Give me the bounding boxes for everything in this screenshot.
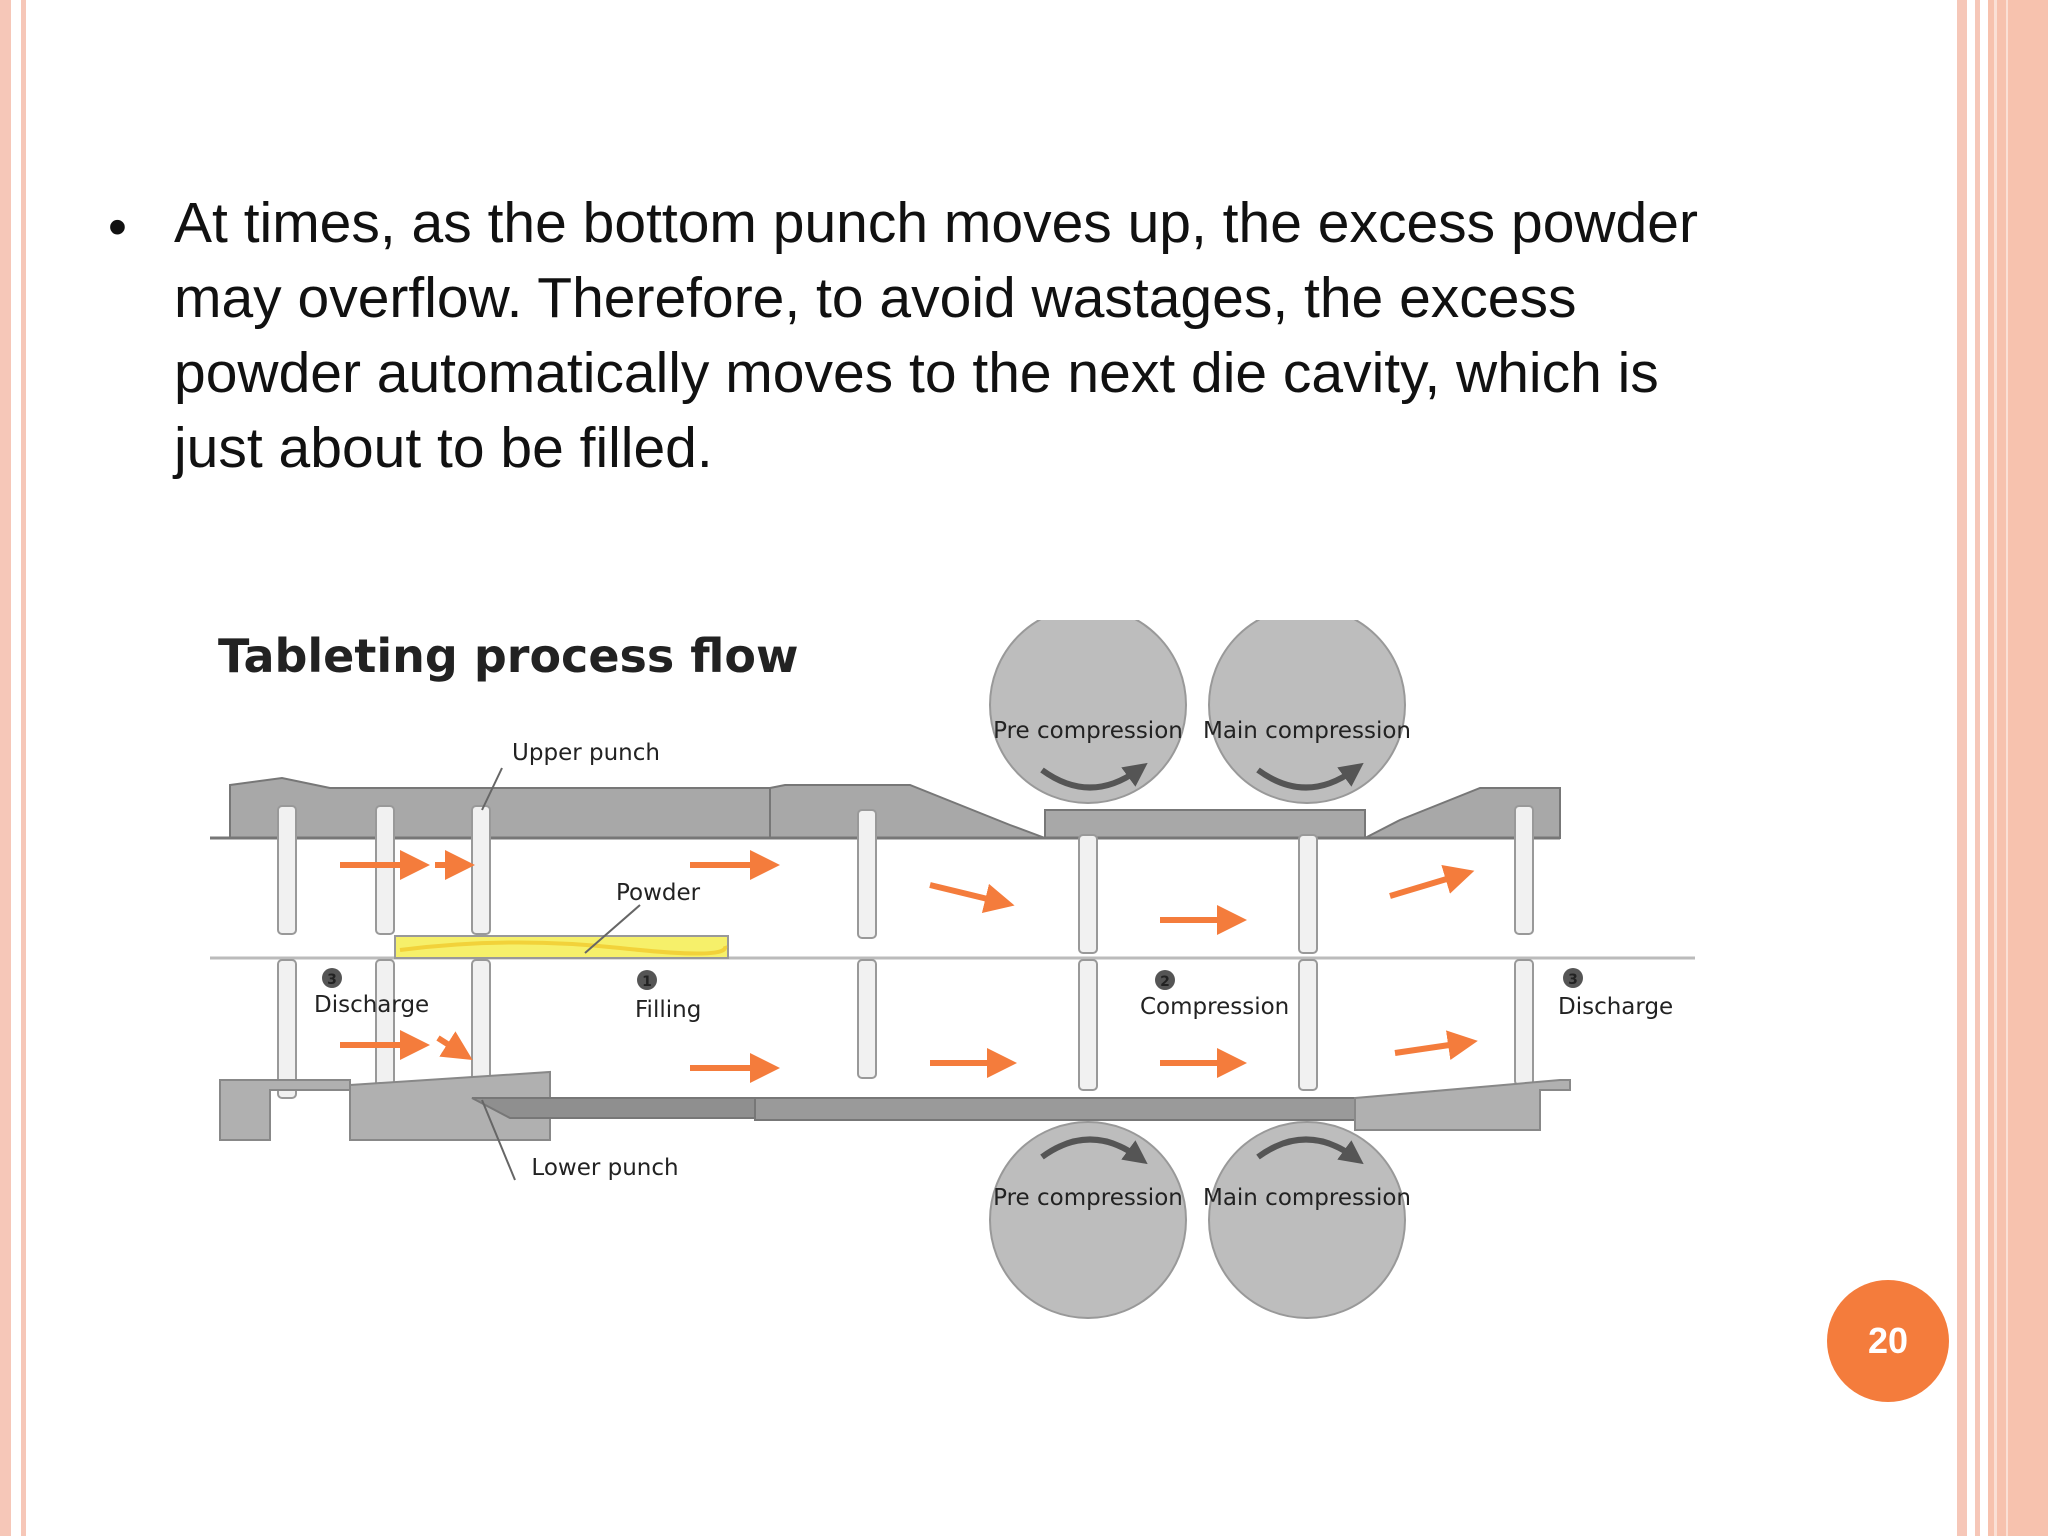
label-upper-punch: Upper punch xyxy=(512,740,660,766)
stage-number-badge xyxy=(637,970,657,990)
stage-number-badge xyxy=(1155,970,1175,990)
lower-rail-compression xyxy=(754,1097,1356,1121)
diagram-title: Tableting process flow xyxy=(218,629,798,683)
label-main-compression-top: Main compression xyxy=(1203,718,1411,744)
lower-cam-discharge xyxy=(349,1070,551,1141)
flow-arrow-icon xyxy=(436,1031,473,1061)
upper-punch xyxy=(1514,805,1534,935)
pre-compression-roller-bottom xyxy=(989,1121,1187,1319)
slide-frame-right xyxy=(1957,0,1967,1536)
upper-rail-compression xyxy=(1044,809,1366,839)
page-number-badge: 20 xyxy=(1827,1280,1949,1402)
stage-discharge-right: 3 Discharge xyxy=(1558,968,1673,1020)
upper-punch xyxy=(1078,834,1098,954)
flow-arrow-icon xyxy=(929,882,1015,914)
upper-punch xyxy=(471,805,491,935)
label-main-compression-bottom: Main compression xyxy=(1203,1185,1411,1211)
stage-number: 2 xyxy=(1160,974,1170,990)
stage-filling: 1 Filling xyxy=(635,970,701,1023)
upper-rail xyxy=(229,776,771,839)
powder-leader-line xyxy=(584,904,641,954)
lower-rail-fill xyxy=(471,1097,756,1119)
lower-punch xyxy=(277,959,297,1099)
stage-label: Discharge xyxy=(314,992,429,1018)
slide-frame-left xyxy=(0,0,11,1536)
upper-punches xyxy=(277,805,1534,954)
lower-punch xyxy=(1298,959,1318,1091)
upper-punch-leader-line xyxy=(481,767,503,811)
rotation-arrow-icon xyxy=(1256,1136,1364,1165)
lower-punch-leader-line xyxy=(481,1099,516,1181)
lower-rail-start xyxy=(219,1079,351,1141)
upper-cam-precompression xyxy=(769,784,1046,839)
main-compression-roller-bottom xyxy=(1208,1121,1406,1319)
label-powder: Powder xyxy=(616,880,701,906)
pre-compression-roller-top xyxy=(989,620,1187,804)
slide-frame-right-line xyxy=(1975,0,1980,1536)
bullet-marker: • xyxy=(108,197,127,257)
stage-discharge-left: 3 Discharge xyxy=(314,968,429,1018)
bullet-point: • At times, as the bottom punch moves up… xyxy=(108,186,1908,486)
stage-label: Compression xyxy=(1140,994,1289,1020)
upper-punch xyxy=(375,805,395,935)
lower-punch xyxy=(1078,959,1098,1091)
upper-punch xyxy=(277,805,297,935)
lower-punches xyxy=(277,959,1534,1099)
stage-number-badge xyxy=(322,968,342,988)
stage-label: Filling xyxy=(635,997,701,1023)
stage-label: Discharge xyxy=(1558,994,1673,1020)
lower-punch xyxy=(857,959,877,1079)
flow-arrows-top xyxy=(340,850,1475,935)
flow-arrow-icon xyxy=(1394,1030,1478,1061)
label-pre-compression-top: Pre compression xyxy=(993,718,1183,744)
lower-punch xyxy=(375,959,395,1089)
flow-arrow-icon xyxy=(1389,864,1475,899)
rotation-arrow-icon xyxy=(1256,762,1364,791)
powder-fill-line xyxy=(399,940,728,956)
upper-punch xyxy=(857,809,877,939)
label-lower-punch: Lower punch xyxy=(531,1155,678,1181)
tableting-process-diagram: Tableting process flow Pre compression M… xyxy=(210,620,1710,1320)
rotation-arrow-icon xyxy=(1040,1136,1148,1165)
upper-punch xyxy=(1298,834,1318,954)
slide-frame-right-band xyxy=(1988,0,2048,1536)
stage-number: 1 xyxy=(642,974,652,990)
flow-arrows-bottom xyxy=(340,1030,1478,1083)
lower-cam-exit xyxy=(1354,1079,1571,1131)
stage-compression: 2 Compression xyxy=(1140,970,1289,1020)
slide-frame-left-line xyxy=(21,0,26,1536)
label-pre-compression-bottom: Pre compression xyxy=(993,1185,1183,1211)
rotation-arrow-icon xyxy=(1040,762,1148,791)
stage-number-badge xyxy=(1563,968,1583,988)
main-compression-roller-top xyxy=(1208,620,1406,804)
bullet-text: At times, as the bottom punch moves up, … xyxy=(174,191,1698,480)
stage-number: 3 xyxy=(327,972,337,988)
stage-number: 3 xyxy=(1568,972,1578,988)
lower-punch xyxy=(1514,959,1534,1086)
